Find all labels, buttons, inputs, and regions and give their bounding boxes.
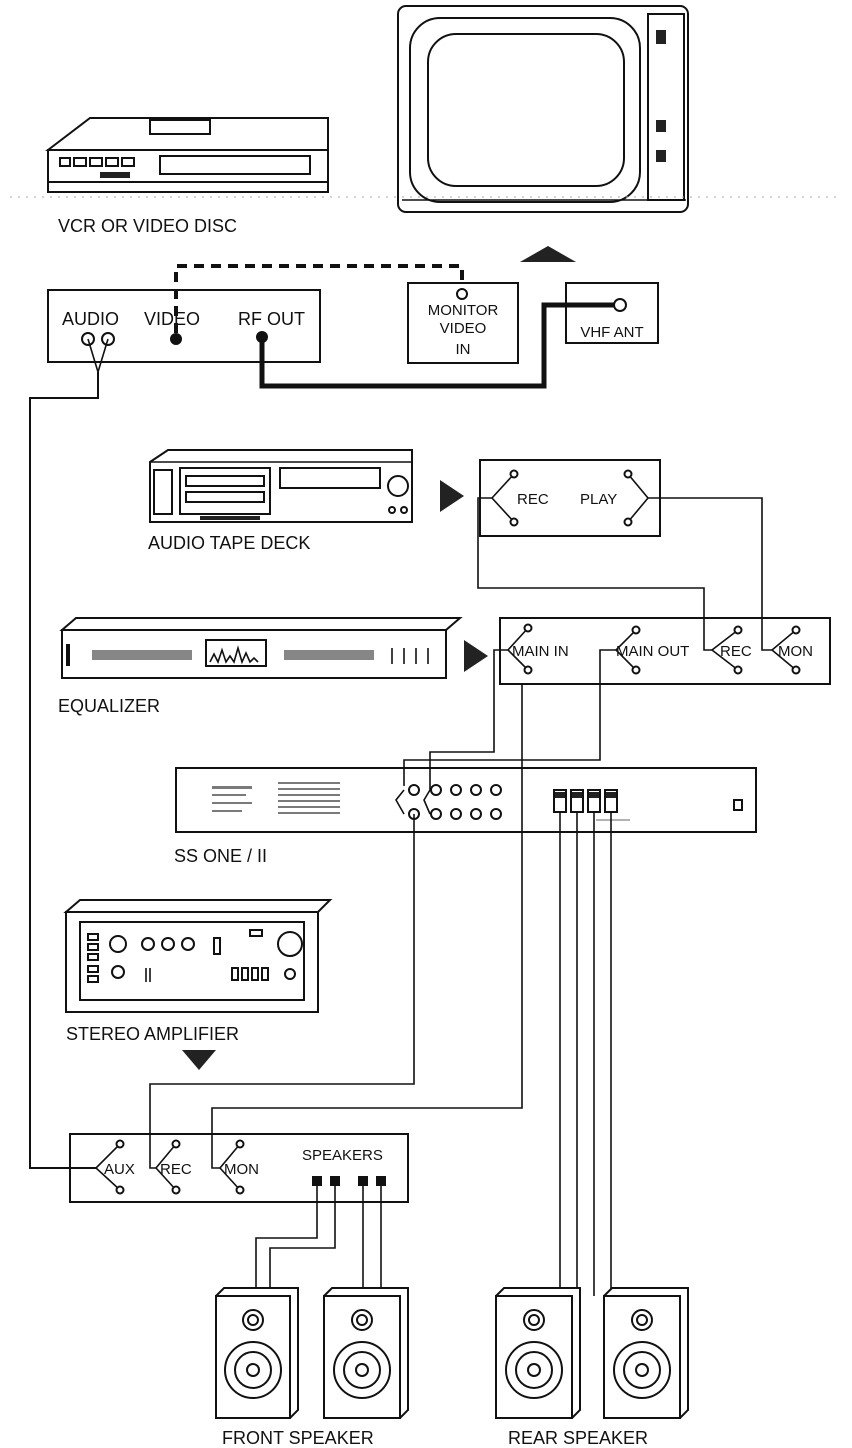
arrow-down-icon: [182, 1050, 216, 1070]
rear-speaker-left: [495, 1287, 581, 1419]
rear-speaker-right: [603, 1287, 689, 1419]
ssone-illustration: [175, 767, 757, 833]
eq-main-in-label: MAIN IN: [512, 643, 569, 660]
vcr-panel: [47, 289, 321, 363]
vcr-illustration: [45, 117, 329, 193]
ssone-label: SS ONE / II: [174, 846, 267, 866]
eq-mon-label: MON: [778, 643, 813, 660]
vcr-rf-out-label: RF OUT: [238, 309, 305, 329]
vcr-label: VCR OR VIDEO DISC: [58, 216, 237, 236]
ssone-rec-wire: [149, 814, 415, 1169]
equalizer-illustration: [59, 617, 463, 679]
eq-rec-label: REC: [720, 643, 752, 660]
television-illustration: [397, 5, 689, 213]
front-speaker-right: [323, 1287, 409, 1419]
eq-main-out-label: MAIN OUT: [616, 643, 689, 660]
tape-play-wire: [648, 497, 772, 651]
amplifier-illustration: [63, 899, 333, 1013]
amp-mon-label: MON: [224, 1161, 259, 1178]
tape-deck-label: AUDIO TAPE DECK: [148, 533, 310, 553]
vhf-ant-jack: [613, 298, 627, 312]
amp-rec-label: REC: [160, 1161, 192, 1178]
equalizer-panel: [499, 617, 831, 685]
vcr-audio-wire: [29, 372, 99, 1169]
vhf-ant-panel: [565, 282, 659, 344]
tape-deck-illustration: [149, 449, 413, 523]
ssone-mon-wire: [211, 684, 523, 1169]
tape-play-label: PLAY: [580, 491, 617, 508]
monitor-line2: VIDEO: [440, 320, 487, 337]
monitor-line3: IN: [456, 341, 471, 358]
arrow-right-icon: [464, 640, 488, 672]
vcr-audio-label: AUDIO: [62, 309, 119, 329]
rf-cable: [259, 302, 614, 389]
front-speaker-label: FRONT SPEAKER: [222, 1428, 374, 1448]
video-cable: [174, 264, 464, 333]
amp-aux-label: AUX: [104, 1161, 135, 1178]
tape-rec-label: REC: [517, 491, 549, 508]
arrow-right-icon: [440, 480, 464, 512]
tape-panel: [479, 459, 661, 537]
equalizer-label: EQUALIZER: [58, 696, 160, 716]
vcr-video-label: VIDEO: [144, 309, 200, 329]
rear-speaker-label: REAR SPEAKER: [508, 1428, 648, 1448]
front-speaker-left: [215, 1287, 299, 1419]
amp-speakers-label: SPEAKERS: [302, 1147, 383, 1164]
arrow-up-icon: [520, 246, 576, 262]
vhf-ant-label: VHF ANT: [580, 324, 643, 341]
vcr-video-jack: [170, 333, 182, 345]
monitor-line1: MONITOR: [428, 302, 499, 319]
monitor-jack: [456, 288, 468, 300]
amplifier-label: STEREO AMPLIFIER: [66, 1024, 239, 1044]
